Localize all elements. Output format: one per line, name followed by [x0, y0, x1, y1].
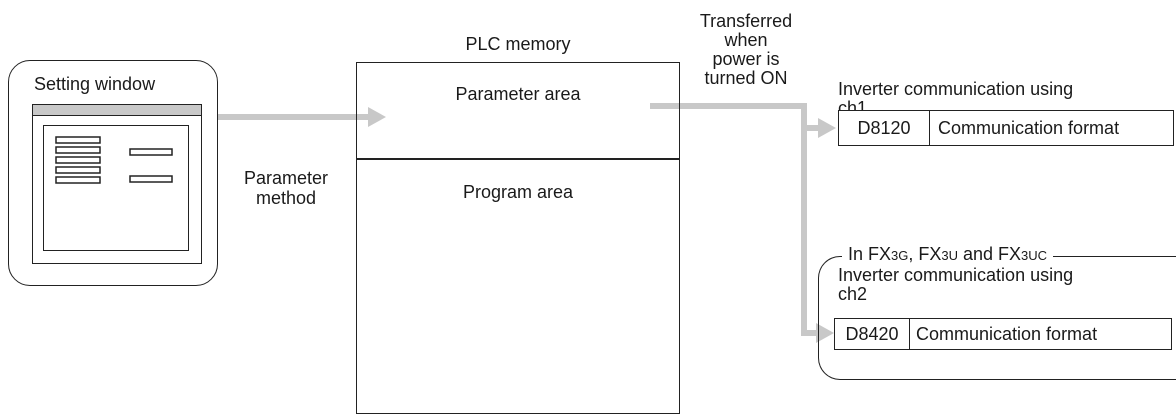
parameter-area-label: Parameter area — [455, 84, 581, 104]
group-title-3uc: 3UC — [1021, 248, 1048, 263]
setting-window-label: Setting window — [34, 74, 156, 94]
ch2-register-row: D8420 Communication format — [834, 318, 1172, 350]
parameter-method-arrow-head — [368, 107, 386, 127]
ch2-register-id: D8420 — [835, 319, 910, 349]
transfer-note-line4: turned ON — [704, 68, 788, 88]
group-title-and: and FX — [958, 244, 1022, 264]
ch2-register-description: Communication format — [916, 324, 1098, 344]
parameter-method-line2: method — [255, 188, 317, 208]
transfer-arrow-line — [650, 103, 820, 131]
group-title-3g: 3G — [891, 248, 909, 263]
plc-memory-title: PLC memory — [465, 34, 571, 54]
group-title-sep: , FX — [908, 244, 942, 264]
plc-memory-box — [356, 62, 680, 414]
parameter-method-line1: Parameter — [243, 168, 329, 188]
setting-window-icon — [32, 104, 202, 264]
ch2-heading: Inverter communication using ch2 — [838, 266, 1073, 304]
window-content-panel — [43, 125, 189, 251]
program-area-label: Program area — [462, 182, 574, 202]
transfer-note: Transferred when power is turned ON — [686, 12, 806, 88]
form-fields-icon — [55, 136, 173, 184]
transfer-note-line2: when — [724, 30, 768, 50]
ch1-register-description: Communication format — [938, 118, 1120, 138]
group-title-prefix: In FX — [848, 244, 892, 264]
ch1-arrow-head — [818, 118, 836, 138]
fx3-group-title: In FX3G, FX3U and FX3UC — [842, 244, 1054, 266]
group-title-3u: 3U — [941, 248, 958, 263]
ch2-arrow-head — [816, 323, 834, 343]
ch2-heading-line2: ch2 — [838, 284, 868, 304]
parameter-method-label: Parameter method — [228, 168, 344, 208]
plc-memory-divider — [356, 158, 680, 160]
ch1-register-row: D8120 Communication format — [838, 110, 1174, 146]
ch2-arrow-line — [801, 128, 818, 336]
transfer-note-line1: Transferred — [699, 11, 793, 31]
window-title-bar — [33, 105, 201, 116]
ch1-register-id: D8120 — [839, 111, 930, 145]
ch1-heading-line1: Inverter communication using — [838, 79, 1074, 99]
transfer-note-line3: power is — [712, 49, 780, 69]
ch2-heading-line1: Inverter communication using — [838, 265, 1074, 285]
